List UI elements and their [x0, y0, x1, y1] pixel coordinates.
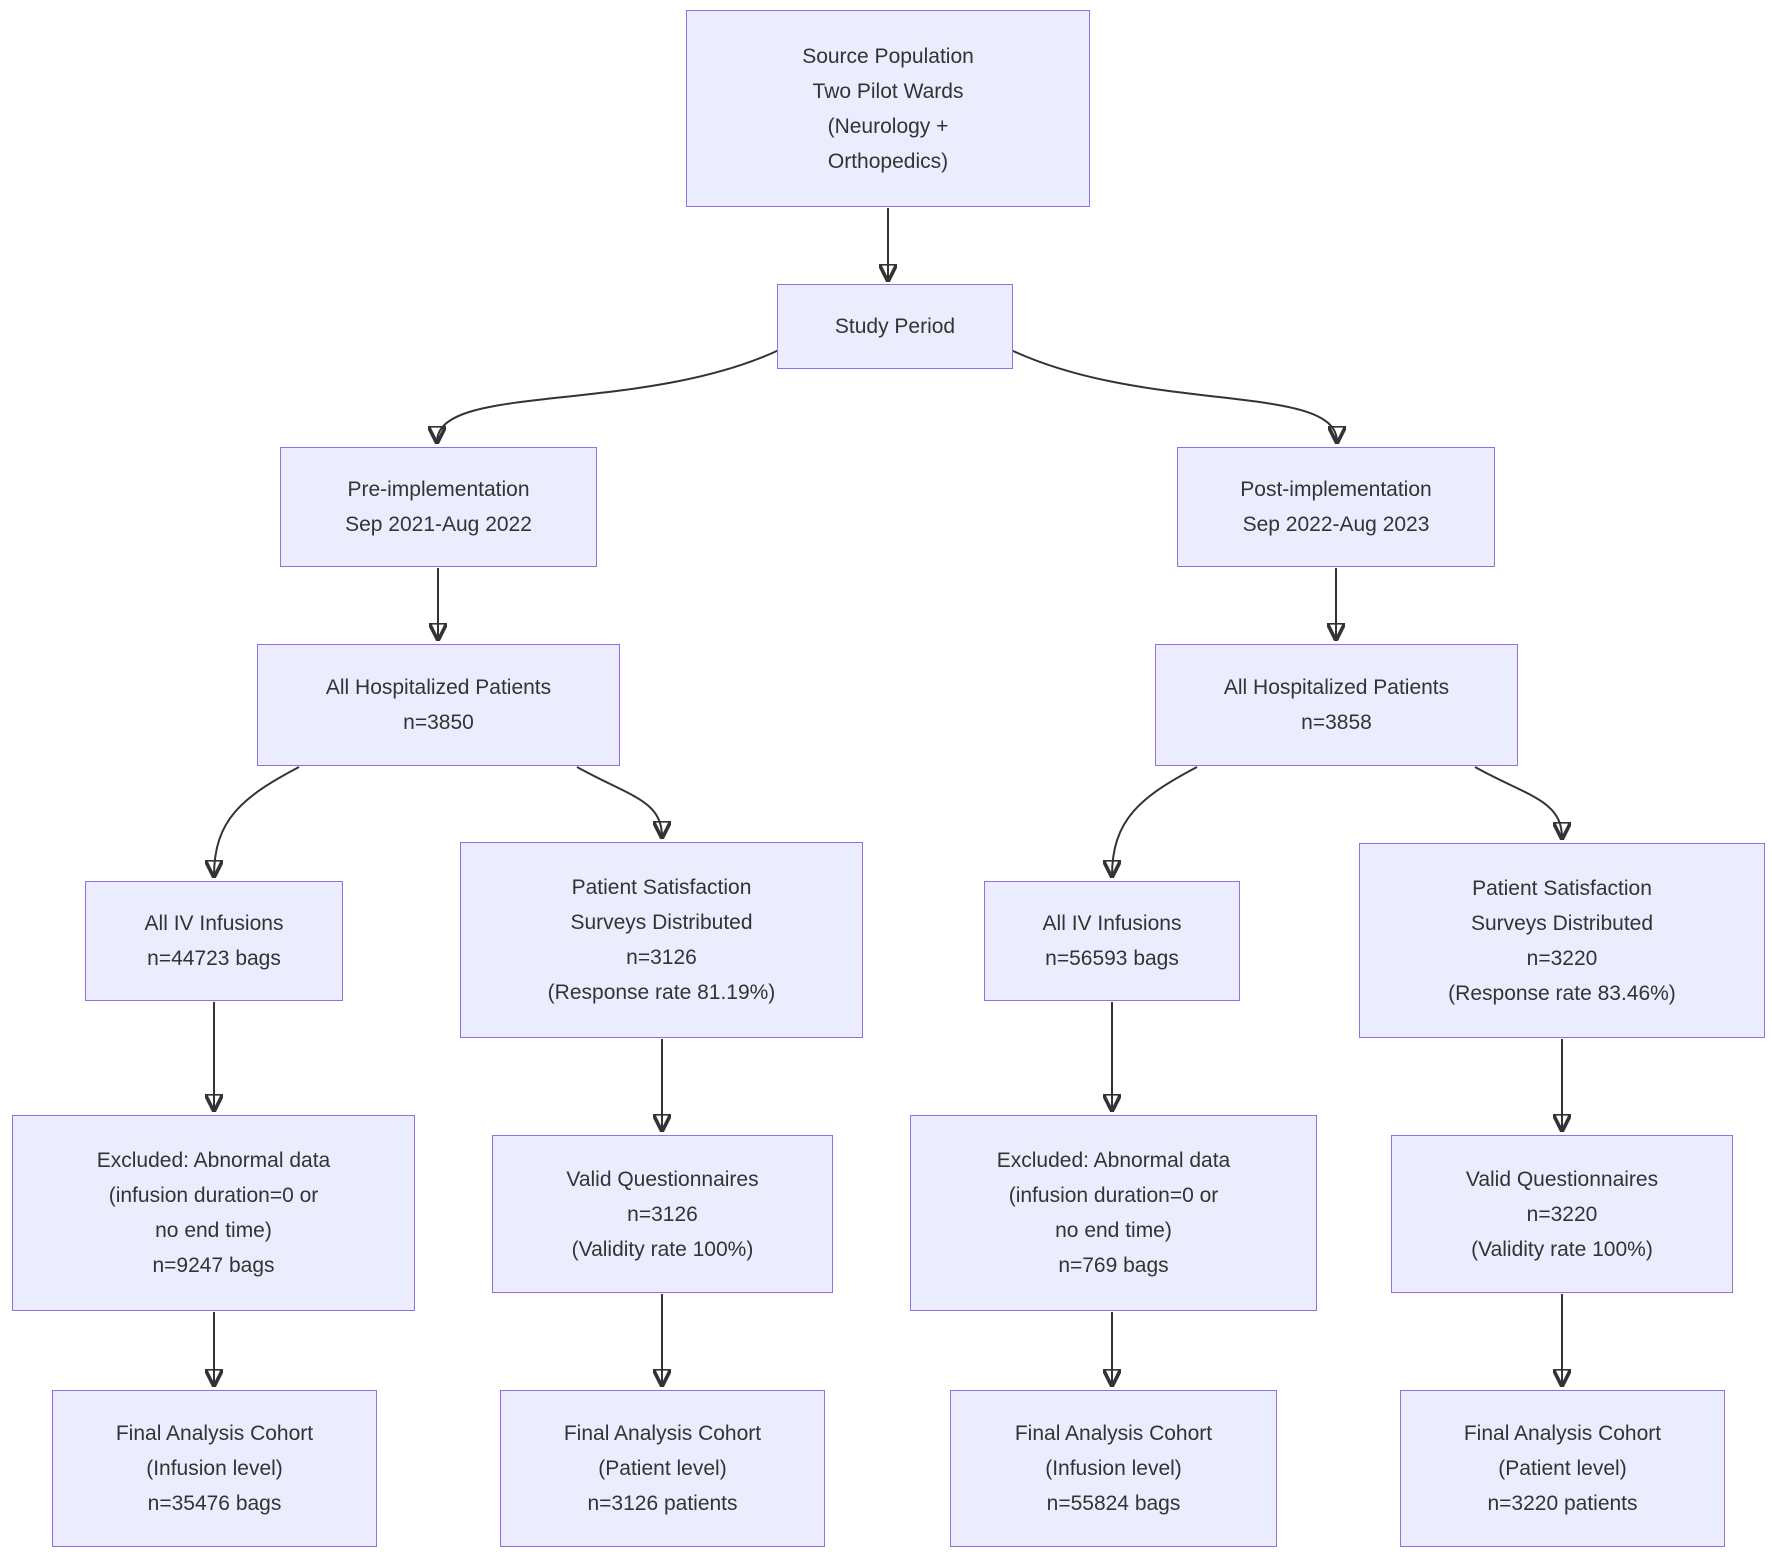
- node-text-line: n=35476 bags: [147, 1492, 282, 1515]
- node-text-line: (Response rate 81.19%): [547, 981, 776, 1004]
- edge-period-to-pre: [437, 349, 780, 442]
- edge-posthosp-to-postsurvey: [1474, 766, 1562, 838]
- node-text-line: Excluded: Abnormal data: [996, 1149, 1231, 1172]
- node-pre-valid: Valid Questionnaires n=3126 (Validity rate…: [492, 1135, 833, 1293]
- node-text-line: n=3220: [1526, 1202, 1598, 1226]
- edge-posthosp-to-postiv: [1112, 766, 1198, 876]
- node-text-line: Surveys Distributed: [570, 911, 753, 934]
- node-pre-excluded: Excluded: Abnormal data (infusion duratio…: [12, 1115, 415, 1311]
- node-text-line: Final Analysis Cohort: [115, 1422, 314, 1445]
- node-text-line: Valid Questionnaires: [1465, 1167, 1659, 1191]
- node-text-line: n=3850: [403, 711, 474, 734]
- node-text-line: All Hospitalized Patients: [1223, 676, 1450, 699]
- node-text-line: Patient Satisfaction: [1472, 876, 1652, 900]
- node-text-line: Final Analysis Cohort: [1014, 1422, 1213, 1445]
- node-text-line: Source Population: [802, 44, 974, 68]
- node-text-line: Pre-implementation: [347, 478, 530, 501]
- node-post-excluded: Excluded: Abnormal data (infusion duratio…: [910, 1115, 1317, 1311]
- node-post-hosp: All Hospitalized Patients n=3858: [1155, 644, 1518, 766]
- node-text-line: no end time): [1055, 1219, 1172, 1242]
- node-text-line: n=44723 bags: [147, 947, 281, 970]
- node-text-line: Orthopedics): [827, 149, 949, 173]
- node-text-line: Sep 2021-Aug 2022: [345, 513, 532, 536]
- node-text-line: Sep 2022-Aug 2023: [1242, 513, 1430, 536]
- node-text-line: Final Analysis Cohort: [1463, 1422, 1662, 1445]
- node-post-valid: Valid Questionnaires n=3220 (Validity rate…: [1391, 1135, 1733, 1293]
- node-post-iv: All IV Infusions n=56593 bags: [984, 881, 1240, 1001]
- node-text-line: (Infusion level): [146, 1457, 283, 1480]
- node-text-line: Patient Satisfaction: [571, 876, 752, 899]
- node-post-final-infusion: Final Analysis Cohort (Infusion level) n=5…: [950, 1390, 1277, 1547]
- node-text-line: All Hospitalized Patients: [325, 676, 552, 699]
- node-text-line: n=3126 patients: [587, 1492, 738, 1515]
- node-text-line: (Patient level): [1498, 1457, 1627, 1480]
- node-text-line: (infusion duration=0 or: [1008, 1184, 1219, 1207]
- node-text-line: n=9247 bags: [152, 1254, 275, 1277]
- node-pre-final-patient: Final Analysis Cohort (Patient level) n=31…: [500, 1390, 825, 1547]
- node-text-line: (Patient level): [598, 1457, 727, 1480]
- node-text-line: All IV Infusions: [144, 912, 284, 935]
- edge-prehosp-to-presurvey: [576, 766, 662, 837]
- node-text-line: Valid Questionnaires: [566, 1167, 759, 1191]
- node-text-line: n=769 bags: [1058, 1254, 1169, 1277]
- node-text-line: n=3126: [626, 946, 697, 969]
- node-pre-final-infusion: Final Analysis Cohort (Infusion level) n=3…: [52, 1390, 377, 1547]
- node-text-line: Post-implementation: [1240, 478, 1432, 501]
- node-text-line: n=3220 patients: [1487, 1492, 1638, 1515]
- edge-prehosp-to-preiv: [214, 766, 300, 876]
- node-text-line: Study Period: [834, 315, 956, 338]
- node-text-line: Excluded: Abnormal data: [96, 1149, 331, 1172]
- node-period: Study Period: [777, 284, 1013, 369]
- node-text-line: Final Analysis Cohort: [563, 1422, 762, 1445]
- node-text-line: (infusion duration=0 or: [108, 1184, 319, 1207]
- node-post-final-patient: Final Analysis Cohort (Patient level) n=32…: [1400, 1390, 1725, 1547]
- node-text-line: Surveys Distributed: [1470, 911, 1654, 935]
- node-text-line: (Response rate 83.46%): [1448, 981, 1676, 1005]
- node-pre-hosp: All Hospitalized Patients n=3850: [257, 644, 620, 766]
- node-text-line: n=3220: [1526, 946, 1598, 970]
- node-text-line: n=3126: [627, 1202, 698, 1226]
- node-text-line: n=55824 bags: [1046, 1492, 1181, 1515]
- node-text-line: n=56593 bags: [1045, 947, 1179, 970]
- node-text-line: (Infusion level): [1045, 1457, 1182, 1480]
- node-text-line: (Neurology +: [827, 114, 949, 138]
- node-text-line: All IV Infusions: [1042, 912, 1182, 935]
- node-pre-iv: All IV Infusions n=44723 bags: [85, 881, 343, 1001]
- node-text-line: (Validity rate 100%): [1471, 1237, 1653, 1261]
- node-text-line: Two Pilot Wards: [812, 79, 964, 103]
- node-text-line: no end time): [155, 1219, 272, 1242]
- node-text-line: n=3858: [1301, 711, 1372, 734]
- node-text-line: (Validity rate 100%): [571, 1237, 754, 1261]
- edge-period-to-post: [1010, 349, 1337, 442]
